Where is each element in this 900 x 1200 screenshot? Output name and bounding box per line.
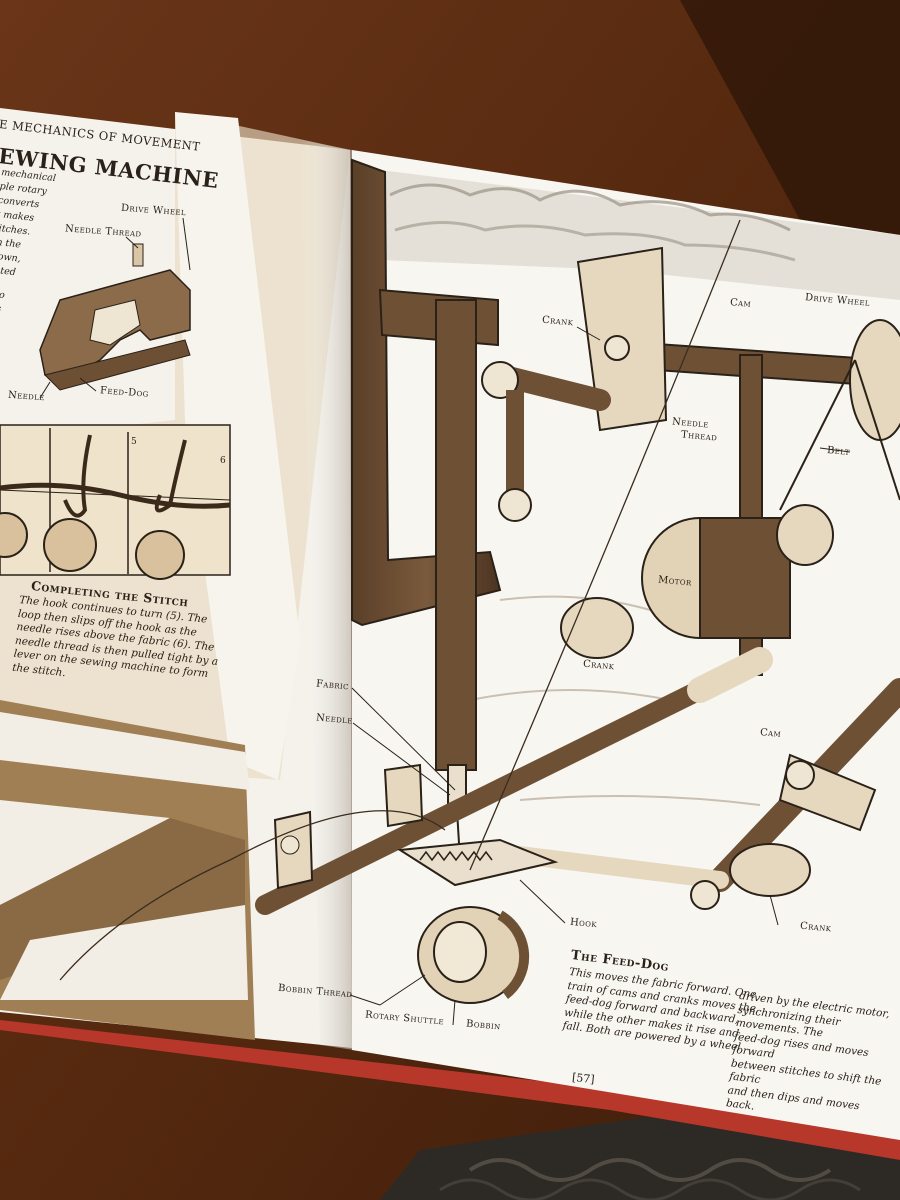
step-number-5: 5 bbox=[131, 437, 137, 447]
small-machine-illustration bbox=[39, 243, 191, 391]
page-number: [57] bbox=[571, 1070, 596, 1087]
stitch-panels bbox=[0, 424, 231, 580]
label-belt: Belt bbox=[826, 445, 851, 458]
label-hook: Hook bbox=[569, 916, 598, 931]
label-cam-right: Cam bbox=[759, 727, 782, 740]
step-number-6: 6 bbox=[220, 456, 226, 466]
feed-dog-body-col2: driven by the electric motor, synchroniz… bbox=[725, 990, 899, 1130]
shadow-corner bbox=[680, 0, 900, 260]
leader-lines bbox=[39, 217, 851, 1026]
label-cam-top: Cam bbox=[729, 297, 752, 310]
mechanism-illustration bbox=[59, 158, 900, 1004]
book-cover bbox=[0, 1020, 900, 1160]
